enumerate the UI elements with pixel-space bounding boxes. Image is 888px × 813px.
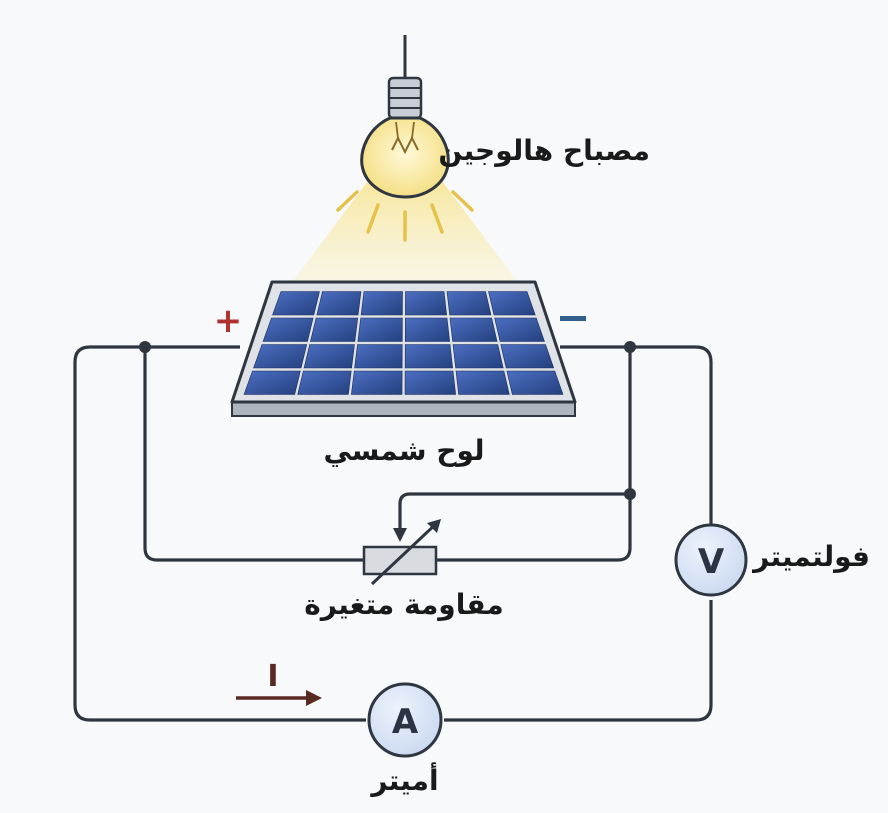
solar-cell — [357, 317, 403, 342]
ammeter-icon: A — [367, 682, 443, 758]
solar-cell — [446, 291, 492, 316]
solar-cell — [452, 344, 504, 369]
voltmeter-label: فولتميتر — [751, 540, 870, 573]
voltmeter-icon: V — [674, 523, 748, 597]
solar-cell — [253, 344, 308, 369]
solar-cell — [500, 344, 555, 369]
solar-cell — [404, 344, 453, 369]
resistor-label: مقاومة متغيرة — [304, 588, 503, 621]
solar-cell — [449, 317, 498, 342]
wiper-arrow-head — [393, 528, 407, 542]
solar-cell — [316, 291, 362, 316]
lamp-label: مصباح هالوجين — [438, 134, 650, 167]
solar-cell — [455, 370, 510, 395]
solar-cell — [404, 317, 450, 342]
solar-cell — [310, 317, 359, 342]
minus-terminal-icon — [560, 316, 586, 321]
variable-resistor-icon — [362, 519, 441, 586]
solar-cell — [494, 317, 545, 342]
circuit-wires — [73, 345, 713, 722]
solar-cell — [405, 291, 447, 316]
plus-terminal-icon: + — [214, 301, 243, 341]
solar-cell — [351, 370, 403, 395]
solar-panel-icon — [230, 280, 577, 417]
current-direction-arrow: I — [236, 659, 322, 706]
solar-cell — [272, 291, 320, 316]
panel-label: لوح شمسي — [323, 434, 484, 467]
solar-cell — [303, 344, 355, 369]
ammeter-label: أميتر — [369, 762, 438, 797]
solar-cell — [354, 344, 403, 369]
solar-cell — [360, 291, 403, 316]
svg-text:A: A — [392, 702, 419, 742]
solar-cell — [488, 291, 536, 316]
svg-text:V: V — [698, 542, 725, 582]
solar-cell — [404, 370, 456, 395]
current-label: I — [267, 659, 278, 694]
wire-junctions — [139, 341, 636, 500]
solar-cell — [243, 370, 301, 395]
solar-cell — [262, 317, 314, 342]
solar-cell — [297, 370, 352, 395]
solar-cell — [506, 370, 564, 395]
halogen-lamp-icon — [336, 35, 474, 242]
